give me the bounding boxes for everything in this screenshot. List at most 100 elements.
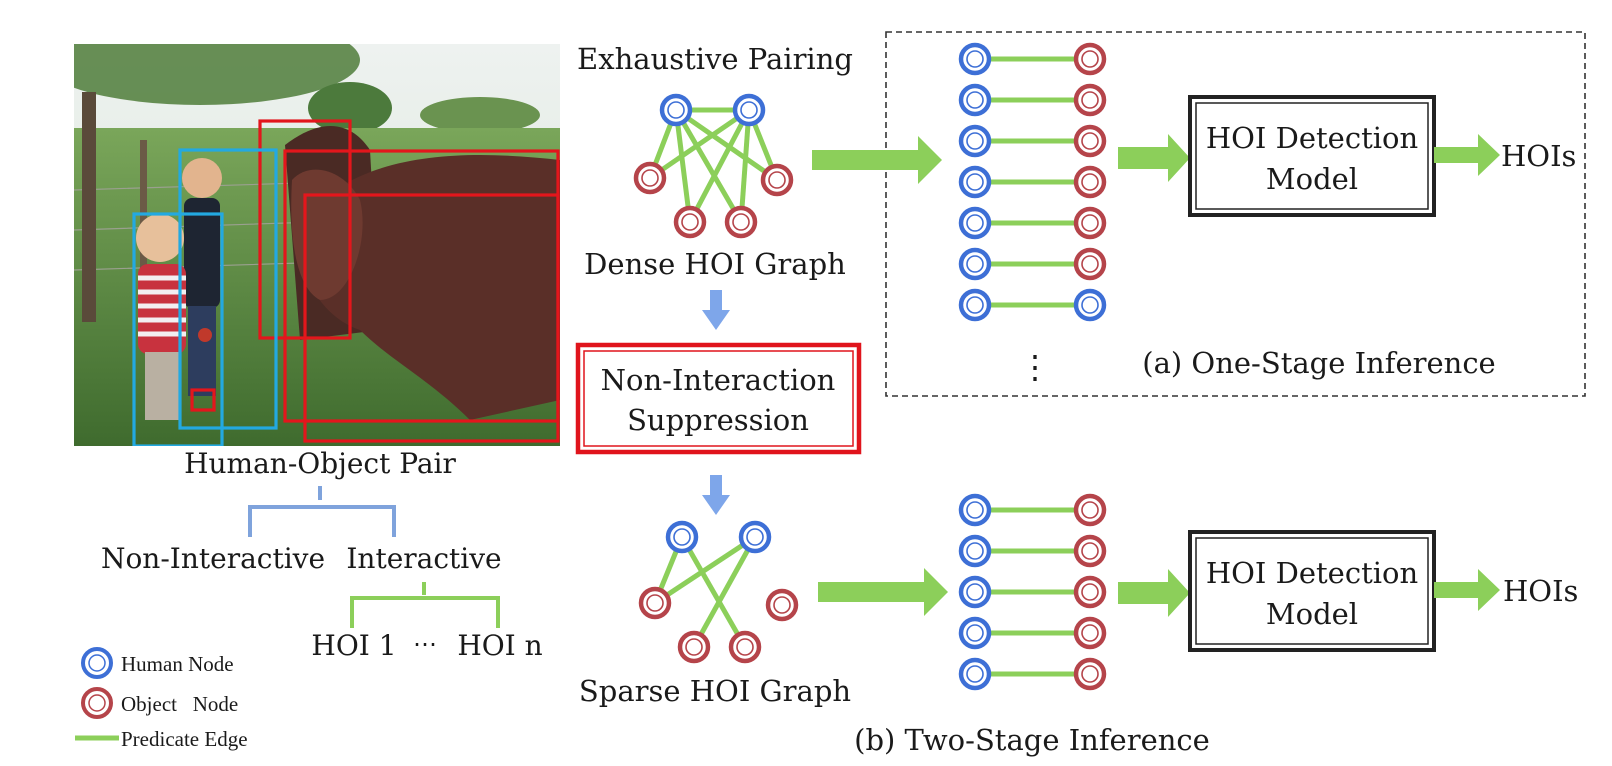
predicate-edge <box>673 109 693 223</box>
object-node-icon <box>765 588 799 622</box>
object-node-icon <box>1073 124 1107 158</box>
two-stage-model-line-1: HOI Detection <box>1206 556 1418 590</box>
pair-row <box>958 206 1107 240</box>
legend-predicate-edge-label: Predicate Edge <box>121 727 248 751</box>
human-node-icon <box>958 247 992 281</box>
human-node-icon <box>732 93 766 127</box>
down-arrow-icon <box>702 290 730 330</box>
pair-row <box>958 493 1107 527</box>
predicate-edge <box>673 108 744 224</box>
right-arrow-icon <box>1434 134 1500 176</box>
object-node-icon <box>1073 247 1107 281</box>
one-stage-caption: (a) One-Stage Inference <box>1142 346 1495 380</box>
bbox-human <box>132 212 224 446</box>
right-arrow-icon <box>1118 134 1190 182</box>
dense-hoi-graph <box>633 93 794 239</box>
predicate-edge <box>691 535 758 649</box>
one-stage-output-label: HOIs <box>1501 139 1576 173</box>
predicate-edge <box>738 109 752 223</box>
photo-child-shirt-stripes <box>138 275 186 337</box>
photo-caption: Human-Object Pair <box>184 447 456 480</box>
human-node-icon <box>958 83 992 117</box>
photo-child-legs <box>145 352 179 420</box>
interactive-label: Interactive <box>346 542 501 575</box>
down-arrow-icon <box>702 475 730 515</box>
bbox-human <box>178 148 278 430</box>
object-node-icon <box>760 163 794 197</box>
object-node-icon <box>677 630 711 664</box>
human-node-icon <box>958 493 992 527</box>
photo-cow-head <box>291 169 363 300</box>
pair-row <box>958 575 1107 609</box>
human-node-icon <box>958 657 992 691</box>
pair-row <box>958 124 1107 158</box>
human-node-icon <box>958 165 992 199</box>
human-node-icon <box>958 206 992 240</box>
photo-cow-main <box>300 155 560 420</box>
human-node-icon <box>958 534 992 568</box>
object-node-icon <box>1073 42 1107 76</box>
right-arrow-icon <box>1434 569 1500 611</box>
predicate-edge <box>674 107 779 183</box>
pair-row <box>958 288 1107 322</box>
photo-tree-foliage <box>74 44 360 105</box>
two-stage-pair-list <box>958 493 1107 691</box>
object-node-icon <box>724 205 758 239</box>
object-node-icon <box>1073 575 1107 609</box>
legend-human-node-icon-inner <box>88 654 106 672</box>
object-node-icon <box>1073 534 1107 568</box>
human-node-icon <box>738 520 772 554</box>
legend-object-node-label: Object Node <box>121 692 238 716</box>
tree-green-bracket <box>350 582 500 628</box>
pair-row <box>958 534 1107 568</box>
photo-apple <box>198 328 212 342</box>
object-node-icon <box>728 630 762 664</box>
legend: Human Node Object Node Predicate Edge <box>75 647 248 751</box>
tree-blue-bracket <box>248 486 396 537</box>
hoi-ellipsis: ⋯ <box>413 630 437 658</box>
human-node-icon <box>665 520 699 554</box>
right-arrow-icon <box>812 136 942 184</box>
category-tree: Non-Interactive Interactive HOI 1 ⋯ HOI … <box>101 486 543 662</box>
predicate-edge <box>653 534 757 606</box>
sparse-graph-label: Sparse HOI Graph <box>579 674 851 708</box>
hoi-first-label: HOI 1 <box>311 629 396 662</box>
photo-tree-trunk <box>82 92 96 322</box>
human-node-icon <box>659 93 693 127</box>
two-stage-output-label: HOIs <box>1503 574 1578 608</box>
photo-child-head <box>136 214 184 262</box>
object-node-icon <box>633 161 667 195</box>
photo-child-body <box>184 198 220 308</box>
exhaustive-pairing-label: Exhaustive Pairing <box>577 42 853 76</box>
one-stage-model-box: HOI Detection Model <box>1188 95 1436 217</box>
legend-human-node-icon <box>81 647 113 679</box>
object-node-icon <box>1073 206 1107 240</box>
dense-graph-label: Dense HOI Graph <box>584 247 846 281</box>
hoi-last-label: HOI n <box>457 629 542 662</box>
object-node-icon <box>1073 165 1107 199</box>
pair-row <box>958 83 1107 117</box>
object-node-icon <box>673 205 707 239</box>
one-stage-dashed-frame <box>885 31 1586 397</box>
pair-row <box>958 657 1107 691</box>
suppression-line-1: Non-Interaction <box>601 363 836 397</box>
non-interaction-suppression-box: Non-Interaction Suppression <box>575 342 862 455</box>
object-node-icon <box>1073 616 1107 650</box>
photo-child-head <box>182 158 222 198</box>
pair-row <box>958 165 1107 199</box>
object-node-icon <box>1073 493 1107 527</box>
legend-object-node-icon <box>81 687 113 719</box>
bbox-object <box>303 193 560 443</box>
right-arrow-icon <box>1118 569 1190 617</box>
two-stage-caption: (b) Two-Stage Inference <box>854 723 1210 757</box>
pair-row <box>958 247 1107 281</box>
predicate-edge <box>687 108 752 224</box>
human-node-icon <box>958 42 992 76</box>
one-stage-more-dots: ⋮ <box>1019 348 1051 386</box>
one-stage-model-line-1: HOI Detection <box>1206 121 1418 155</box>
one-stage-pair-list <box>958 42 1107 322</box>
legend-human-node-label: Human Node <box>121 652 234 676</box>
bbox-object <box>190 388 216 412</box>
one-stage-model-line-2: Model <box>1266 162 1358 196</box>
